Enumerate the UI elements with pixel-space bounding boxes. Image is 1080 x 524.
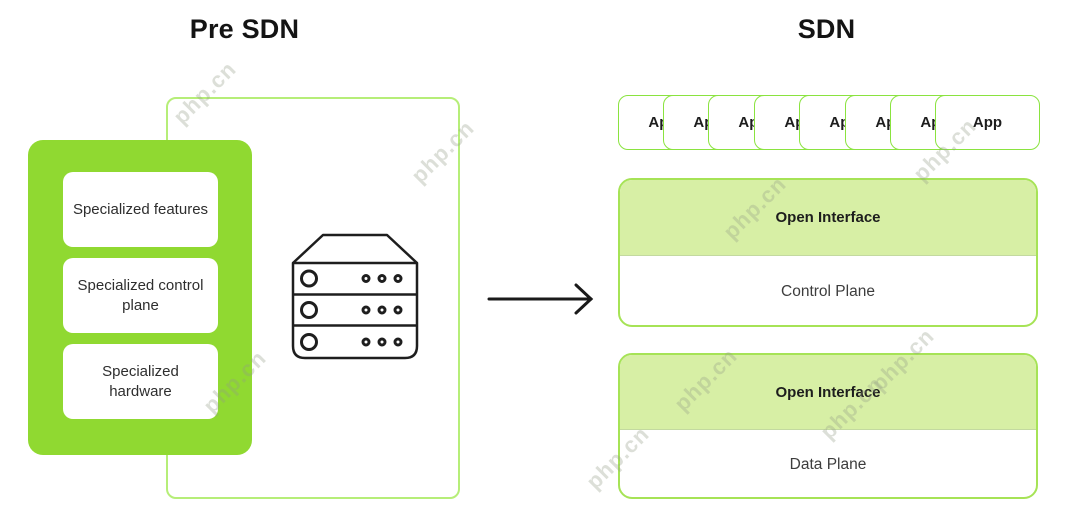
open-interface-header: Open Interface [620, 355, 1036, 430]
pre-sdn-stack: Specialized features Specialized control… [28, 140, 252, 455]
control-plane-label: Control Plane [781, 282, 875, 300]
right-arrow-icon [487, 283, 594, 315]
app-card: App [935, 95, 1040, 150]
pre-sdn-title: Pre SDN [189, 14, 300, 44]
stack-item-label: Specialized hardware [102, 363, 179, 400]
stack-item-label: Specialized features [72, 200, 209, 218]
stack-item-specialized-features: Specialized features [63, 172, 218, 247]
stack-item-specialized-control-plane: Specialized control plane [63, 258, 218, 333]
app-card-label: App [972, 114, 1003, 131]
sdn-title: SDN [797, 14, 856, 44]
open-interface-header: Open Interface [620, 180, 1036, 256]
stack-item-specialized-hardware: Specialized hardware [63, 344, 218, 419]
data-plane-layer: Open Interface Data Plane [618, 353, 1038, 499]
control-plane-layer: Open Interface Control Plane [618, 178, 1038, 327]
server-rack-icon [291, 233, 419, 360]
data-plane-label: Data Plane [789, 455, 867, 473]
stack-item-label: Specialized control plane [77, 277, 204, 314]
